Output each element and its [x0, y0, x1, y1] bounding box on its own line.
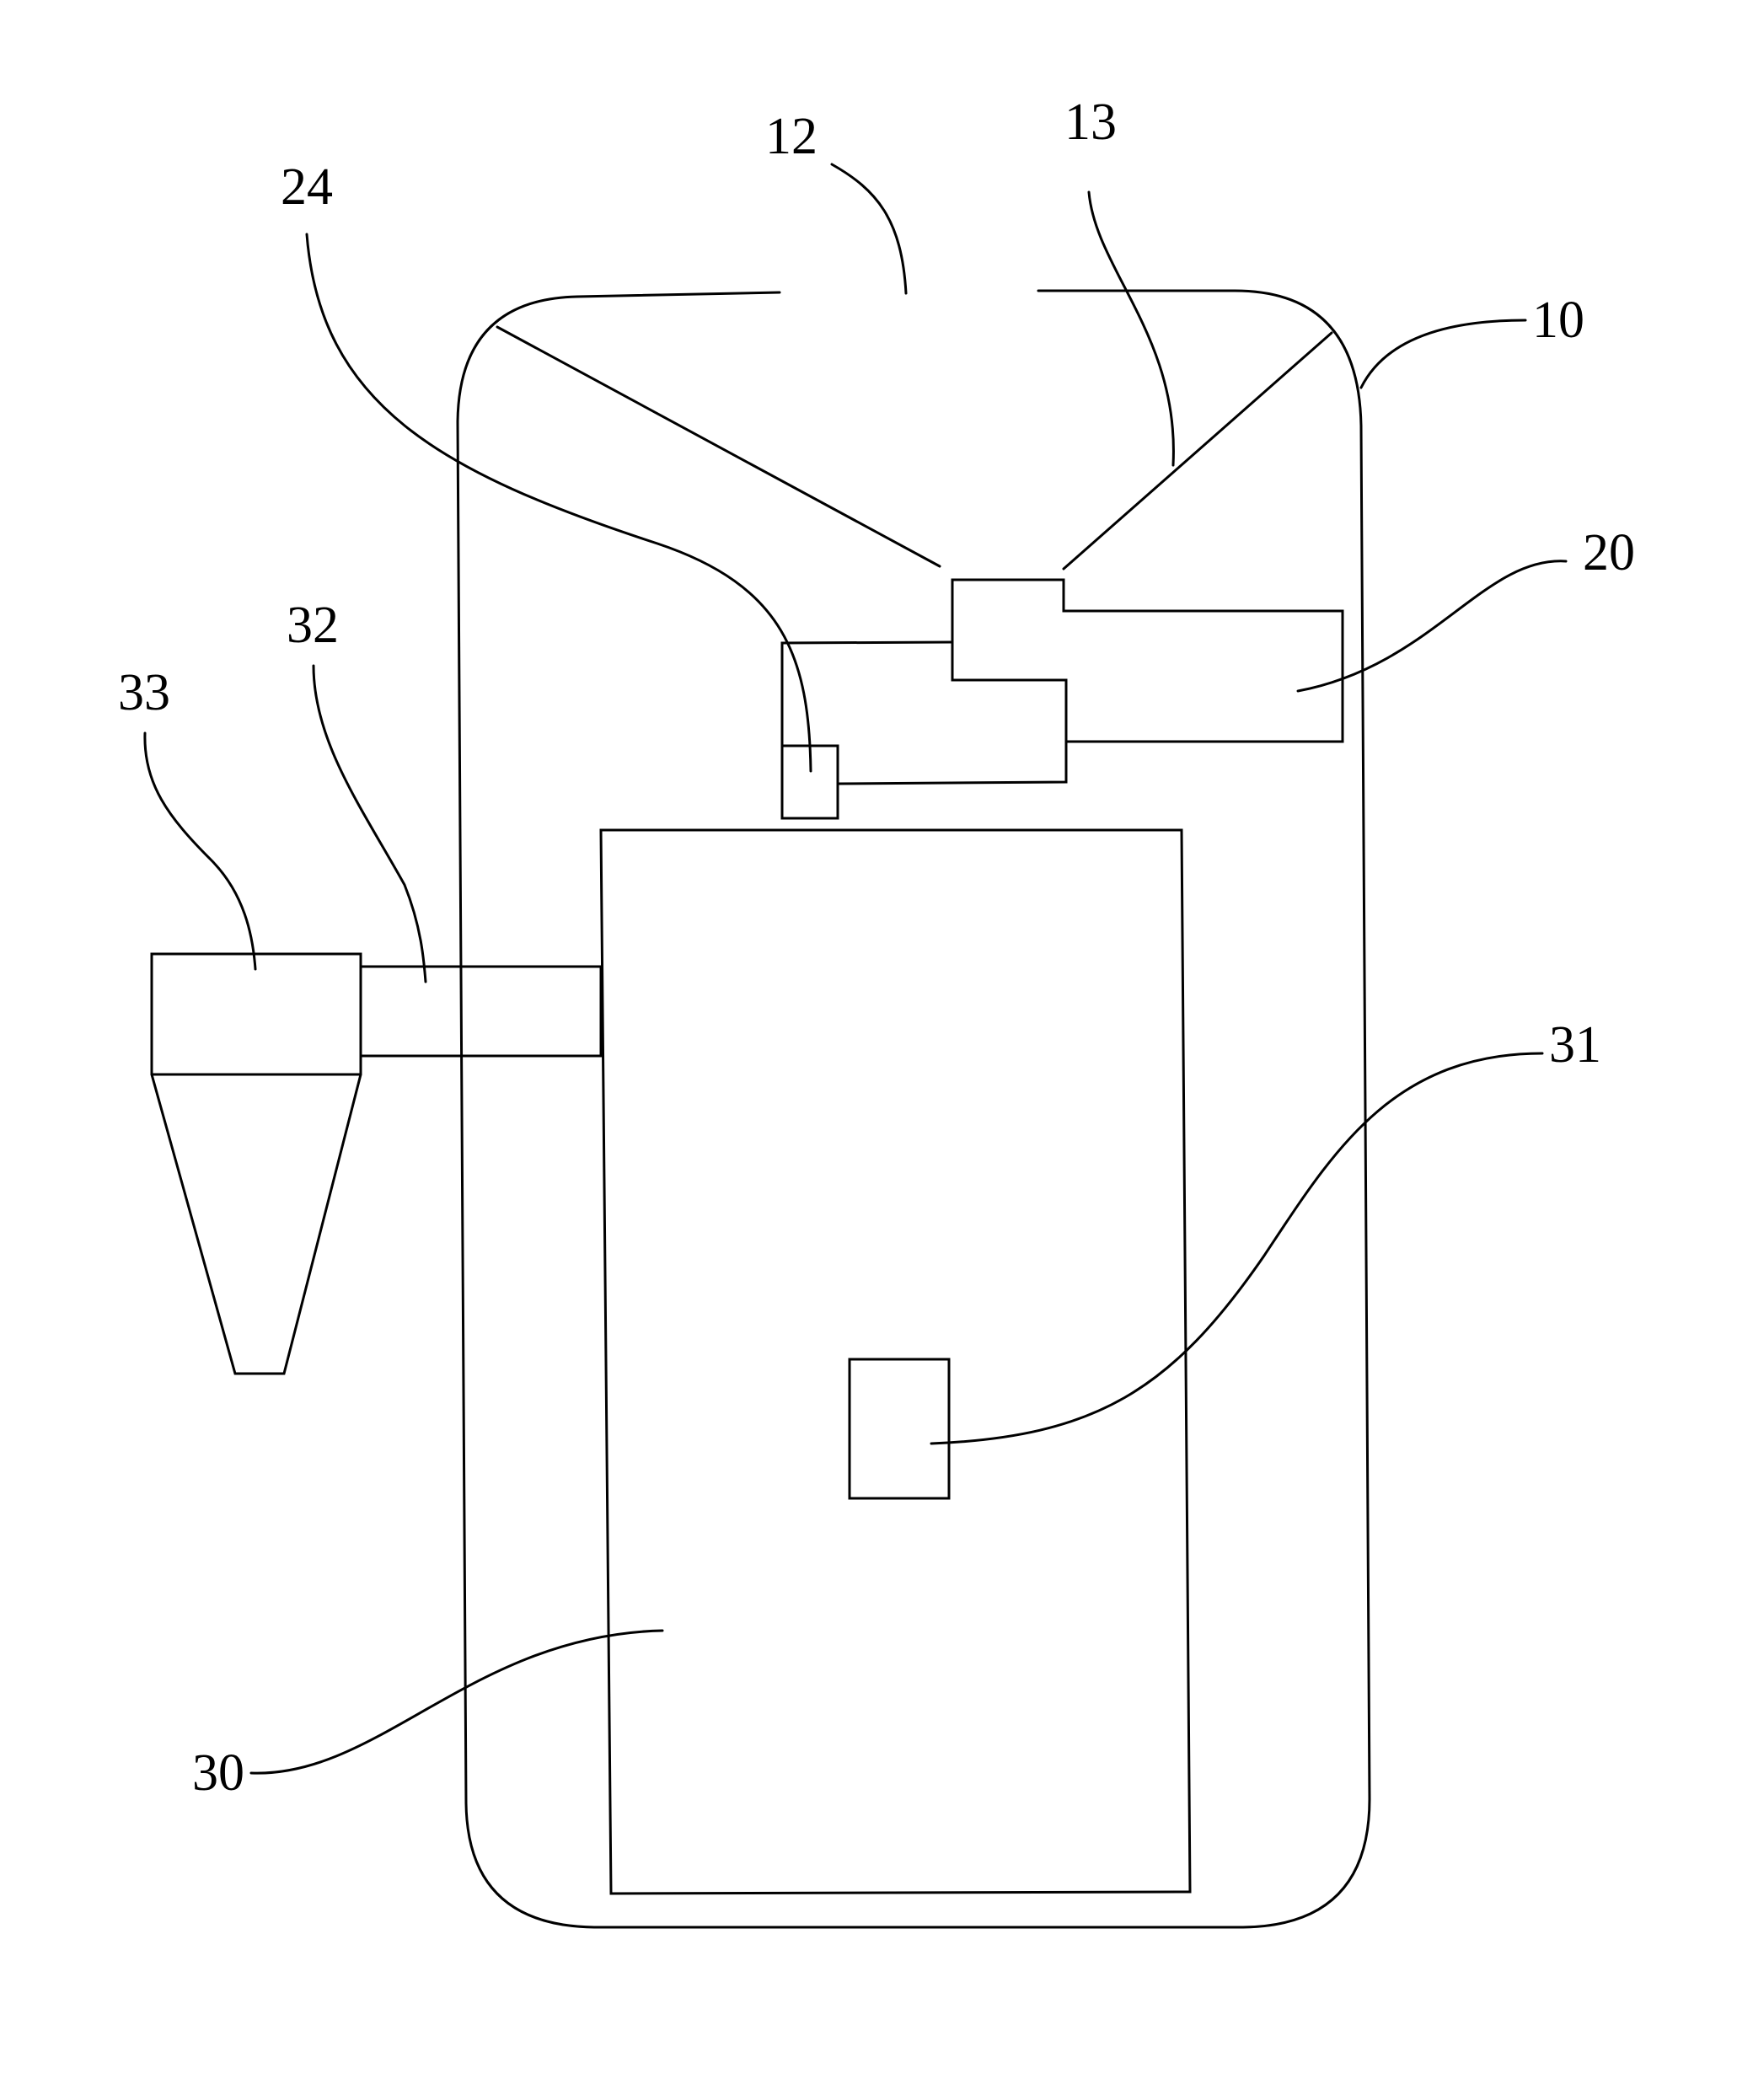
cyclone	[152, 954, 361, 1374]
housing-outline	[458, 291, 1370, 1927]
label-13: 13	[1064, 94, 1117, 151]
leader-10	[1361, 320, 1525, 388]
leader-12	[832, 164, 906, 293]
label-24: 24	[281, 158, 333, 216]
sensor-box	[850, 1359, 949, 1498]
leader-13	[1089, 192, 1173, 465]
label-31: 31	[1549, 1016, 1601, 1074]
drive-unit-inner-step	[952, 640, 1066, 742]
leader-30	[251, 1631, 662, 1773]
label-10: 10	[1532, 292, 1584, 349]
label-32: 32	[287, 597, 339, 654]
leader-31	[931, 1053, 1542, 1444]
label-30: 30	[192, 1744, 244, 1802]
duct	[361, 967, 601, 1056]
label-20: 20	[1583, 524, 1635, 581]
drive-unit-head	[839, 580, 1343, 784]
funnel-right-wall	[1064, 333, 1332, 569]
leader-20	[1298, 561, 1566, 691]
funnel-left-wall	[497, 327, 940, 566]
label-33: 33	[118, 664, 170, 721]
chamber	[601, 830, 1190, 1894]
label-12: 12	[765, 108, 818, 165]
leader-24	[307, 234, 811, 771]
leader-32	[314, 666, 426, 982]
leader-33	[145, 733, 255, 969]
